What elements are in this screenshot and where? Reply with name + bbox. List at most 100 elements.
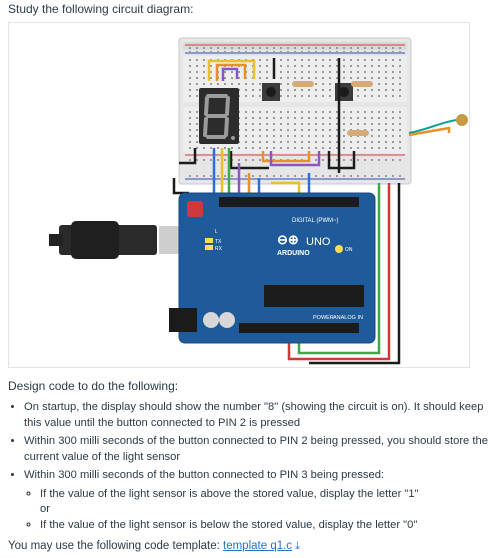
breadboard-hole bbox=[189, 59, 191, 61]
breadboard-hole bbox=[364, 141, 366, 143]
breadboard-hole bbox=[364, 51, 366, 53]
breadboard-hole bbox=[217, 175, 219, 177]
breadboard-hole bbox=[357, 77, 359, 79]
breadboard-hole bbox=[224, 77, 226, 79]
breadboard-hole bbox=[245, 135, 247, 137]
task-item: Within 300 milli seconds of the button c… bbox=[24, 468, 488, 533]
breadboard-hole bbox=[343, 123, 345, 125]
breadboard-hole bbox=[385, 51, 387, 53]
breadboard-hole bbox=[294, 71, 296, 73]
breadboard-hole bbox=[259, 117, 261, 119]
breadboard-hole bbox=[364, 147, 366, 149]
breadboard-hole bbox=[357, 71, 359, 73]
breadboard-hole bbox=[308, 65, 310, 67]
breadboard-hole bbox=[371, 77, 373, 79]
breadboard-hole bbox=[371, 123, 373, 125]
breadboard-hole bbox=[224, 71, 226, 73]
breadboard-hole bbox=[301, 147, 303, 149]
breadboard-hole bbox=[385, 175, 387, 177]
breadboard-hole bbox=[189, 77, 191, 79]
breadboard-hole bbox=[217, 47, 219, 49]
breadboard-hole bbox=[252, 141, 254, 143]
breadboard-hole bbox=[203, 147, 205, 149]
breadboard-hole bbox=[308, 59, 310, 61]
breadboard-hole bbox=[378, 159, 380, 161]
breadboard-hole bbox=[259, 59, 261, 61]
breadboard-hole bbox=[399, 59, 401, 61]
breadboard-hole bbox=[322, 65, 324, 67]
breadboard-hole bbox=[308, 95, 310, 97]
breadboard-hole bbox=[273, 47, 275, 49]
breadboard-hole bbox=[189, 141, 191, 143]
breadboard-hole bbox=[399, 159, 401, 161]
breadboard-hole bbox=[357, 111, 359, 113]
breadboard-hole bbox=[343, 47, 345, 49]
task-item: On startup, the display should show the … bbox=[24, 400, 488, 431]
breadboard-hole bbox=[371, 89, 373, 91]
breadboard-hole bbox=[280, 95, 282, 97]
breadboard-hole bbox=[357, 147, 359, 149]
breadboard-hole bbox=[399, 123, 401, 125]
breadboard-hole bbox=[266, 135, 268, 137]
breadboard-hole bbox=[252, 175, 254, 177]
breadboard-hole bbox=[343, 117, 345, 119]
breadboard-hole bbox=[329, 65, 331, 67]
breadboard-hole bbox=[245, 111, 247, 113]
breadboard-hole bbox=[329, 89, 331, 91]
breadboard-hole bbox=[371, 65, 373, 67]
breadboard-hole bbox=[196, 123, 198, 125]
breadboard-hole bbox=[259, 65, 261, 67]
task-list: On startup, the display should show the … bbox=[8, 400, 488, 536]
breadboard-hole bbox=[196, 71, 198, 73]
breadboard-hole bbox=[196, 65, 198, 67]
breadboard-hole bbox=[315, 59, 317, 61]
breadboard-hole bbox=[189, 95, 191, 97]
breadboard-hole bbox=[287, 129, 289, 131]
breadboard-hole bbox=[252, 83, 254, 85]
template-link[interactable]: template q1.c bbox=[223, 540, 293, 552]
breadboard-hole bbox=[385, 129, 387, 131]
breadboard-hole bbox=[224, 175, 226, 177]
breadboard-hole bbox=[350, 77, 352, 79]
breadboard-hole bbox=[336, 59, 338, 61]
breadboard-hole bbox=[322, 175, 324, 177]
breadboard-hole bbox=[308, 123, 310, 125]
breadboard-hole bbox=[329, 129, 331, 131]
breadboard-hole bbox=[329, 59, 331, 61]
breadboard-hole bbox=[273, 117, 275, 119]
breadboard-hole bbox=[371, 129, 373, 131]
digital-label: DIGITAL (PWM~) bbox=[292, 218, 339, 224]
breadboard-hole bbox=[280, 71, 282, 73]
svg-text:⊖⊕: ⊖⊕ bbox=[277, 232, 299, 247]
breadboard-hole bbox=[273, 123, 275, 125]
breadboard-hole bbox=[385, 95, 387, 97]
breadboard-hole bbox=[196, 47, 198, 49]
breadboard-hole bbox=[294, 77, 296, 79]
breadboard-hole bbox=[364, 123, 366, 125]
breadboard-hole bbox=[378, 117, 380, 119]
breadboard-hole bbox=[329, 123, 331, 125]
breadboard-hole bbox=[308, 47, 310, 49]
breadboard-hole bbox=[224, 147, 226, 149]
breadboard-hole bbox=[259, 135, 261, 137]
breadboard-hole bbox=[343, 51, 345, 53]
breadboard-hole bbox=[322, 141, 324, 143]
breadboard-hole bbox=[280, 129, 282, 131]
breadboard-hole bbox=[385, 65, 387, 67]
breadboard-hole bbox=[203, 159, 205, 161]
arduino-label: ARDUINO bbox=[277, 250, 310, 257]
breadboard-hole bbox=[343, 175, 345, 177]
breadboard-hole bbox=[392, 51, 394, 53]
breadboard-hole bbox=[224, 159, 226, 161]
download-icon[interactable]: ⤓ bbox=[295, 540, 300, 552]
breadboard-hole bbox=[329, 51, 331, 53]
breadboard-hole bbox=[280, 175, 282, 177]
breadboard-hole bbox=[252, 51, 254, 53]
breadboard-hole bbox=[287, 111, 289, 113]
breadboard-hole bbox=[287, 59, 289, 61]
breadboard-hole bbox=[392, 123, 394, 125]
breadboard-hole bbox=[273, 129, 275, 131]
or-text: or bbox=[40, 503, 50, 515]
breadboard-hole bbox=[343, 147, 345, 149]
breadboard-hole bbox=[378, 175, 380, 177]
